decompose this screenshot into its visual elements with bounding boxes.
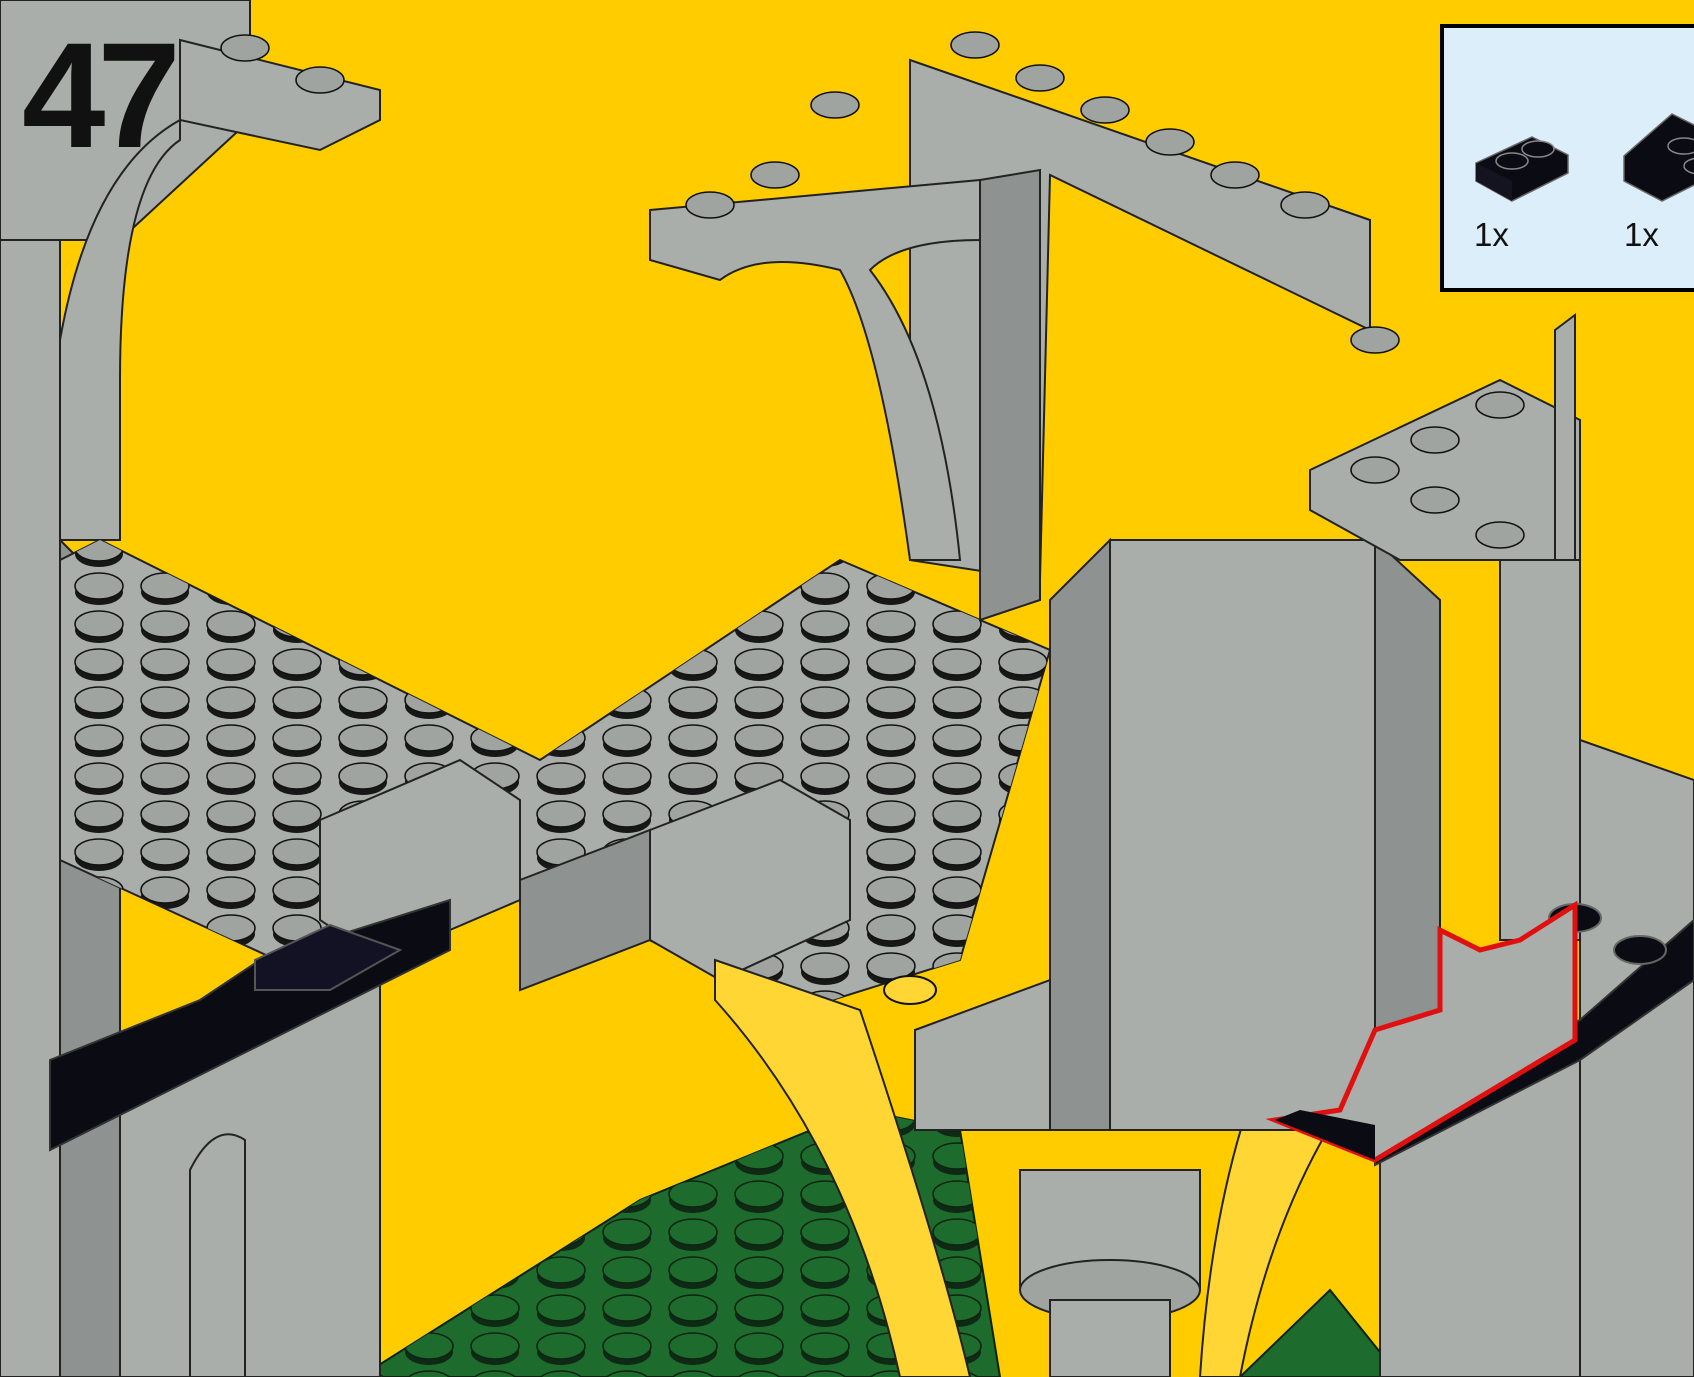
part-quantity: 1x xyxy=(1624,216,1659,254)
black-plate-1x2-icon xyxy=(1622,106,1694,206)
black-plate-1x2-icon xyxy=(1472,123,1572,213)
center-arch xyxy=(650,32,1399,620)
step-number: 47 xyxy=(22,20,173,170)
round-pillar xyxy=(1020,1170,1200,1377)
parts-list-panel: 1x 1x xyxy=(1440,24,1694,292)
part-quantity: 1x xyxy=(1474,216,1509,254)
